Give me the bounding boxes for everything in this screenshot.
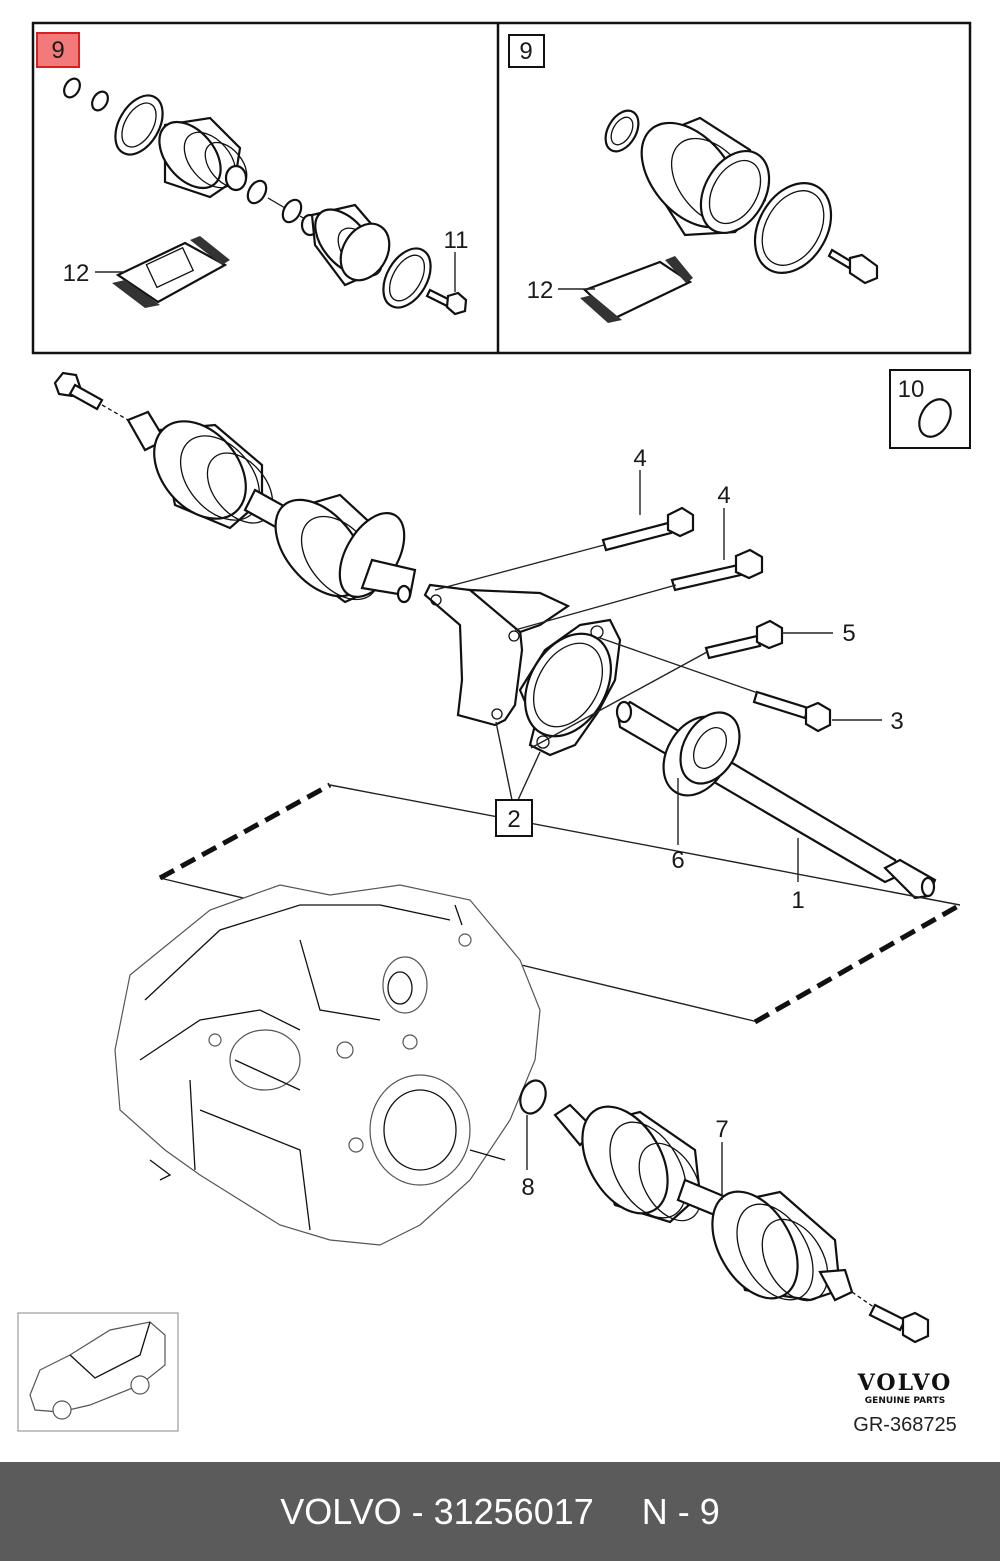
kit-right-callout[interactable]: 9 [508, 34, 545, 68]
callout-12-right: 12 [527, 277, 554, 304]
kit-right-parts [580, 109, 879, 323]
kit-right-number: 9 [519, 38, 532, 65]
kit-panel [31, 21, 972, 355]
callout-12-left: 12 [63, 260, 90, 287]
callout-1: 1 [791, 887, 804, 914]
vehicle-thumbnail [17, 1312, 179, 1432]
brand-logo: VOLVO [857, 1370, 953, 1396]
parts-diagram: 9 12 11 [17, 21, 972, 1432]
bracket-assembly [423, 583, 622, 757]
kit-left-number: 9 [51, 37, 64, 64]
kit-left-callout[interactable]: 9 [36, 32, 80, 68]
lower-driveshaft [553, 1103, 930, 1344]
transmission-housing [114, 884, 541, 1246]
callout-2-box[interactable]: 2 [495, 799, 533, 837]
callout-7: 7 [715, 1116, 728, 1143]
callout-11: 11 [444, 227, 469, 254]
callout-2: 2 [507, 806, 520, 833]
seal-ring-8 [519, 1079, 547, 1115]
kit-left-parts [63, 77, 468, 316]
callout-4b: 4 [717, 482, 730, 509]
callout-8: 8 [521, 1174, 534, 1201]
callout-5: 5 [842, 620, 855, 647]
diagram-reference: GR-368725 [853, 1414, 957, 1436]
kit-left-leaders [95, 252, 456, 292]
callout-10: 10 [898, 376, 925, 403]
bolts [601, 506, 832, 733]
brand-subtitle: GENUINE PARTS [864, 1396, 946, 1406]
callout-4a: 4 [633, 445, 646, 472]
callout-3: 3 [890, 708, 903, 735]
intermediate-shaft [615, 700, 937, 900]
upper-driveshaft [53, 371, 417, 604]
dashed-group-frame [158, 782, 962, 1025]
callout-6: 6 [671, 847, 684, 874]
footer-position: N - 9 [641, 1490, 720, 1532]
callout-10-box[interactable]: 10 [889, 369, 971, 449]
footer-part-title: VOLVO - 31256017 [280, 1490, 594, 1532]
footer-bar: VOLVO - 31256017 N - 9 [0, 1462, 1000, 1561]
